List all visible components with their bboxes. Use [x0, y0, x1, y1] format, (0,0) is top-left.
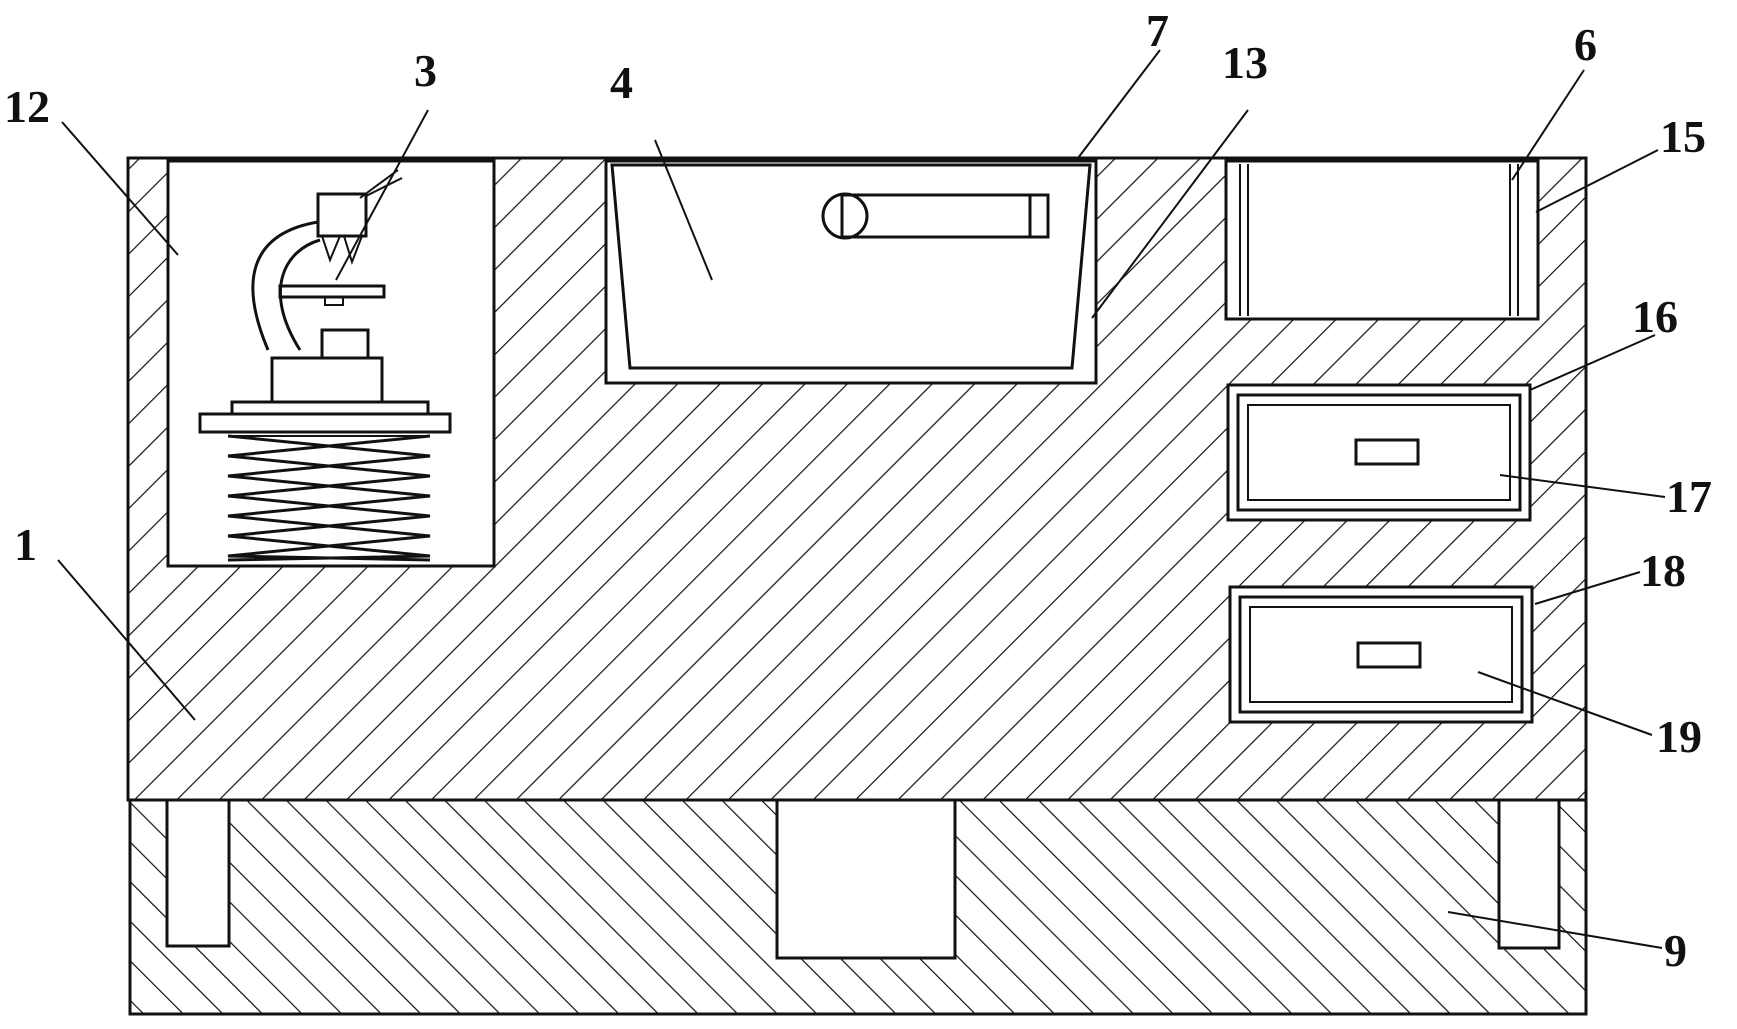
- callout-6: 6: [1574, 19, 1597, 70]
- callout-19: 19: [1656, 711, 1702, 762]
- callout-7: 7: [1146, 5, 1169, 56]
- callout-12: 12: [4, 81, 50, 132]
- lower-drawer: [1230, 587, 1532, 722]
- callout-17: 17: [1666, 471, 1712, 522]
- callout-3: 3: [414, 45, 437, 96]
- callout-15: 15: [1660, 111, 1706, 162]
- callout-16: 16: [1632, 291, 1678, 342]
- base-left-slot: [167, 800, 229, 946]
- base-center-slot: [777, 800, 955, 958]
- callout-18: 18: [1640, 545, 1686, 596]
- upper-drawer: [1228, 385, 1530, 520]
- center-tray: [606, 161, 1096, 383]
- callout-1: 1: [14, 519, 37, 570]
- callout-4: 4: [610, 57, 633, 108]
- callout-9: 9: [1664, 925, 1687, 976]
- top-right-opening: [1226, 161, 1538, 319]
- callout-13: 13: [1222, 37, 1268, 88]
- leader-7: [1078, 50, 1160, 158]
- base-block: [130, 800, 1586, 1014]
